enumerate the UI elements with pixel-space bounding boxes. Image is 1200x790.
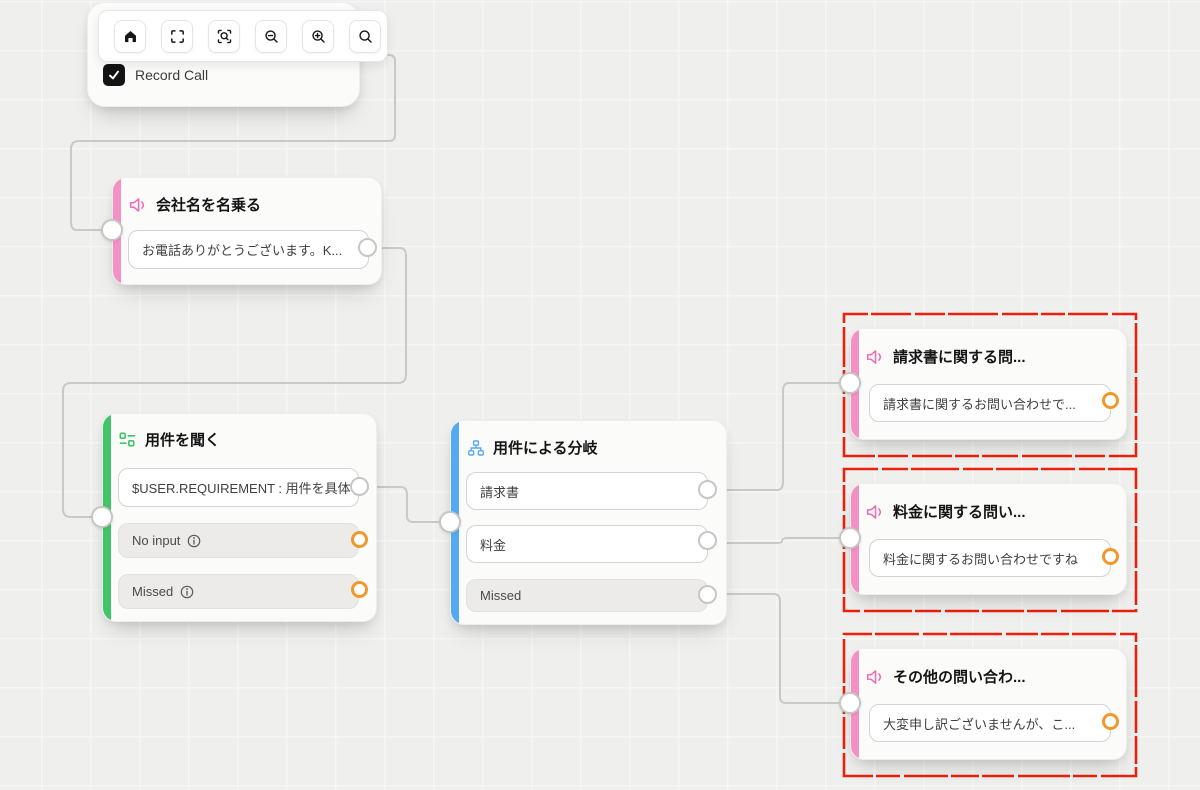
speaker-icon [866, 504, 882, 519]
info-icon [180, 585, 194, 598]
edge-branch-to-invoice [707, 382, 850, 491]
capture-field-icon [119, 432, 136, 447]
info-icon [188, 534, 201, 547]
edge-announce-to-ask [62, 247, 407, 518]
home-icon [124, 30, 136, 42]
output-port-ask-slot[interactable] [350, 477, 369, 496]
edge-record-to-announce [70, 54, 396, 231]
output-port-branch-missed[interactable] [698, 585, 717, 604]
other-message-box[interactable]: 大変申し訳ございませんが、こ... [869, 704, 1111, 742]
checkmark-icon [109, 70, 119, 80]
zoom-to-fit-button[interactable] [208, 19, 240, 53]
input-port-invoice[interactable] [839, 372, 861, 394]
speaker-icon [866, 349, 882, 364]
node-announce-company[interactable]: 会社名を名乗る お電話ありがとうございます。K... [112, 177, 382, 285]
output-port-announce-message[interactable] [358, 238, 377, 257]
node-ask-requirement[interactable]: 用件を聞く $USER.REQUIREMENT : 用件を具体 No input… [102, 413, 377, 622]
ask-no-input-box[interactable]: No input [118, 523, 359, 558]
node-title-text: 料金に関する問い... [893, 504, 1026, 521]
other-message-text: 大変申し訳ございませんが、こ... [883, 716, 1076, 732]
input-port-other[interactable] [839, 692, 861, 714]
announce-message-box[interactable]: お電話ありがとうございます。K... [128, 230, 369, 269]
zoom-to-fit-icon [217, 29, 231, 43]
announce-message-text: お電話ありがとうございます。K... [142, 243, 343, 258]
output-port-other-message[interactable] [1102, 713, 1119, 730]
output-port-price-message[interactable] [1102, 548, 1119, 565]
branch-option-price[interactable]: 料金 [466, 525, 708, 563]
branch-tree-icon [468, 439, 484, 456]
no-input-label: No input [132, 533, 181, 548]
output-port-ask-no-input[interactable] [351, 531, 368, 548]
node-branch-requirement[interactable]: 用件による分岐 請求書 料金 Missed [450, 420, 727, 625]
edge-branch-to-other [707, 593, 850, 704]
invoice-message-text: 請求書に関するお問い合わせで... [883, 396, 1076, 412]
speaker-icon [129, 197, 145, 212]
node-title-text: その他の問い合わ... [893, 669, 1026, 686]
canvas-toolbar [98, 10, 388, 62]
zoom-in-button[interactable] [302, 19, 334, 53]
record-call-checkbox[interactable] [103, 64, 125, 86]
output-port-ask-missed[interactable] [351, 581, 368, 598]
branch-option-text: 請求書 [480, 484, 520, 500]
ask-missed-box[interactable]: Missed [118, 574, 359, 609]
branch-missed-box[interactable]: Missed [466, 579, 708, 612]
ask-slot-box[interactable]: $USER.REQUIREMENT : 用件を具体 [118, 468, 359, 507]
node-other-inquiry[interactable]: その他の問い合わ... 大変申し訳ございませんが、こ... [850, 648, 1127, 760]
price-message-box[interactable]: 料金に関するお問い合わせですね [869, 539, 1111, 577]
record-call-label: Record Call [135, 67, 209, 83]
price-message-text: 料金に関するお問い合わせですね [883, 551, 1079, 567]
input-port-branch[interactable] [439, 511, 461, 533]
ask-slot-text: $USER.REQUIREMENT : 用件を具体 [132, 481, 351, 496]
node-price-inquiry[interactable]: 料金に関する問い... 料金に関するお問い合わせですね [850, 483, 1127, 595]
zoom-out-button[interactable] [255, 19, 287, 53]
home-button[interactable] [114, 19, 146, 53]
search-icon [358, 29, 372, 43]
output-port-invoice-message[interactable] [1102, 392, 1119, 409]
missed-label: Missed [132, 584, 174, 599]
invoice-message-box[interactable]: 請求書に関するお問い合わせで... [869, 384, 1111, 422]
input-port-price[interactable] [839, 527, 861, 549]
output-port-branch-price[interactable] [698, 531, 717, 550]
node-title-text: 請求書に関する問... [893, 349, 1026, 366]
node-title-text: 用件を聞く [145, 432, 221, 449]
node-title-text: 会社名を名乗る [156, 197, 262, 214]
node-invoice-inquiry[interactable]: 請求書に関する問... 請求書に関するお問い合わせで... [850, 328, 1127, 440]
input-port-ask[interactable] [91, 506, 113, 528]
missed-label: Missed [480, 588, 522, 603]
fullscreen-button[interactable] [161, 19, 193, 53]
zoom-out-icon [264, 29, 278, 43]
branch-option-invoice[interactable]: 請求書 [466, 472, 708, 510]
node-title-text: 用件による分岐 [493, 440, 598, 457]
search-button[interactable] [349, 19, 381, 53]
input-port-announce[interactable] [101, 219, 123, 241]
speaker-icon [866, 669, 882, 684]
zoom-in-icon [311, 29, 325, 43]
output-port-branch-invoice[interactable] [698, 480, 717, 499]
edge-ask-to-branch [360, 486, 450, 523]
fullscreen-icon [170, 29, 184, 43]
branch-option-text: 料金 [480, 537, 507, 553]
edge-branch-to-price [707, 537, 850, 544]
